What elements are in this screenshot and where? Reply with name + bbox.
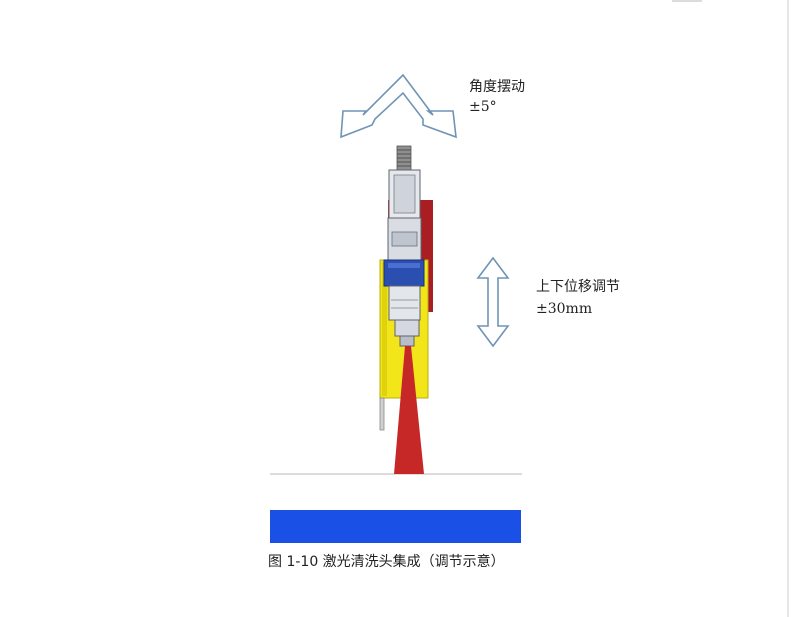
- angle-swing-arrow: [340, 73, 457, 139]
- figure-caption: 图 1-10 激光清洗头集成（调节示意）: [268, 554, 505, 570]
- vertical-adjust-value: ±30mm: [536, 301, 593, 317]
- upper-body-panel: [393, 174, 416, 214]
- vertical-adjust-arrow: [476, 256, 510, 348]
- lower-body-lines: [391, 299, 418, 309]
- yellow-housing-edge: [382, 262, 387, 396]
- laser-beam: [394, 346, 424, 474]
- lower-body: [388, 285, 421, 321]
- side-rod: [379, 397, 385, 431]
- corner-mark: [672, 0, 702, 2]
- blue-clamp-highlight: [388, 263, 420, 268]
- angle-swing-title: 角度摆动: [469, 79, 525, 95]
- lens-holder: [394, 319, 420, 337]
- middle-body-window: [391, 231, 418, 247]
- vertical-adjust-title: 上下位移调节: [536, 279, 620, 295]
- page-edge-line: [787, 0, 789, 617]
- nozzle: [399, 335, 415, 347]
- angle-swing-value: ±5°: [469, 99, 497, 115]
- blue-base-bar: [270, 510, 521, 543]
- connector-threads: [397, 149, 411, 167]
